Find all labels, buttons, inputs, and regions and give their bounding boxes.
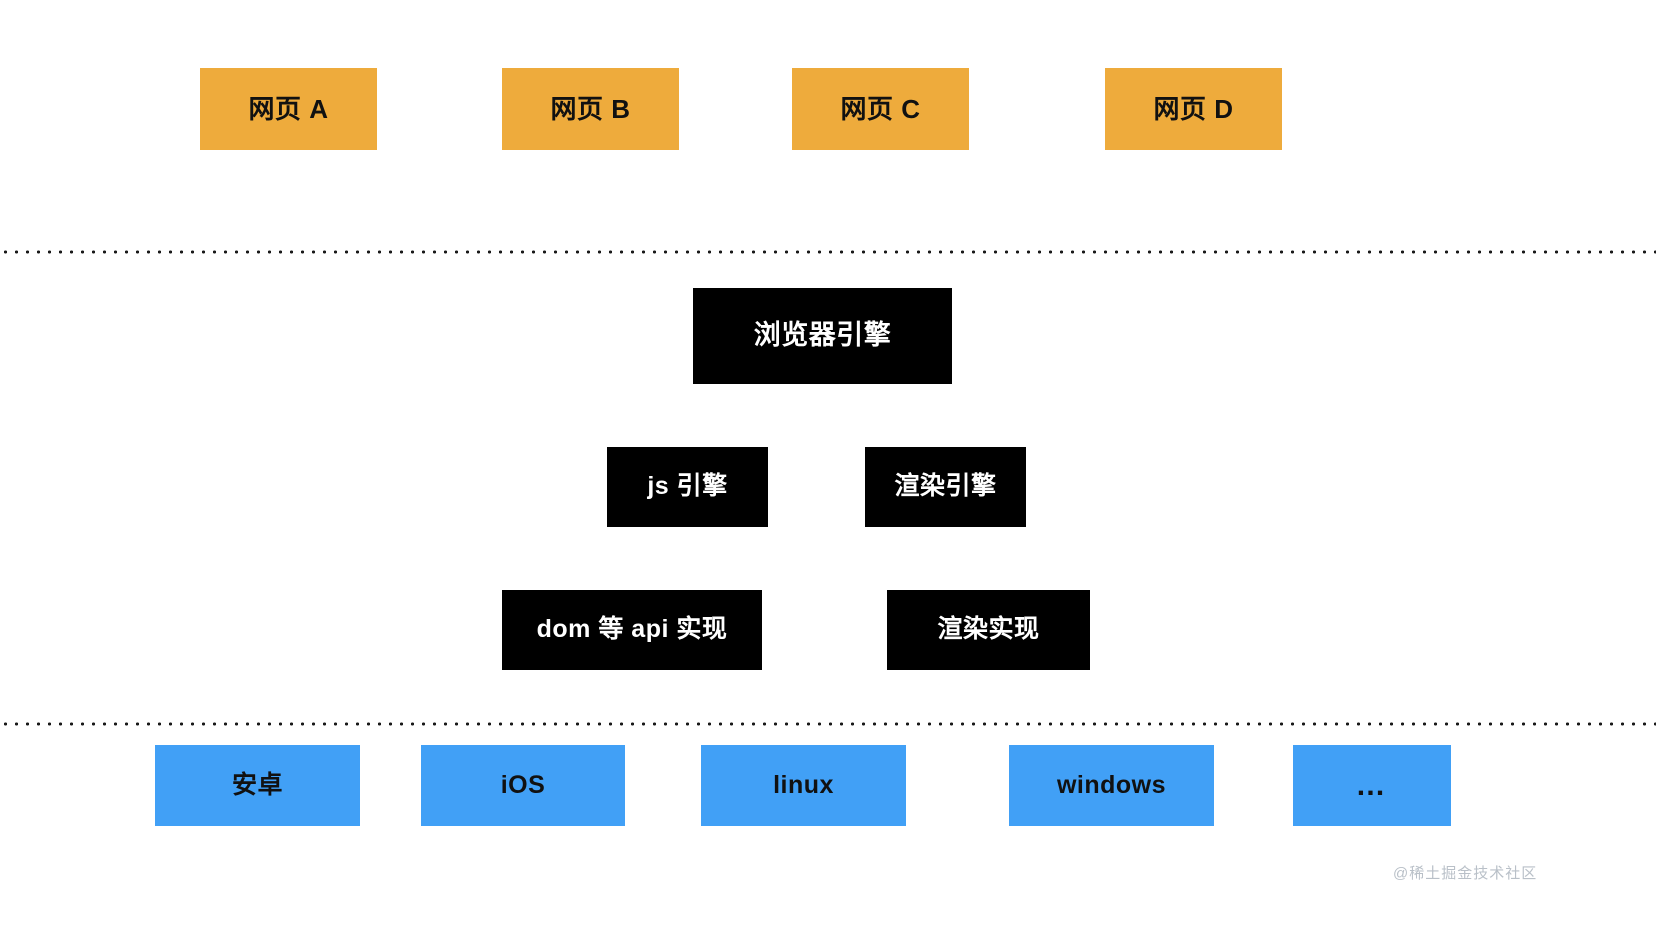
node-os-windows: windows xyxy=(1009,745,1214,826)
node-render-engine: 渲染引擎 xyxy=(865,447,1026,527)
node-render-impl: 渲染实现 xyxy=(887,590,1090,670)
node-web-a: 网页 A xyxy=(200,68,377,150)
node-os-more: … xyxy=(1293,745,1451,826)
node-web-d: 网页 D xyxy=(1105,68,1282,150)
node-browser-engine: 浏览器引擎 xyxy=(693,288,952,384)
node-dom-api-impl: dom 等 api 实现 xyxy=(502,590,762,670)
node-os-android: 安卓 xyxy=(155,745,360,826)
node-os-ios: iOS xyxy=(421,745,625,826)
divider-top xyxy=(0,250,1656,254)
node-web-c: 网页 C xyxy=(792,68,969,150)
watermark: @稀土掘金技术社区 xyxy=(1393,865,1538,882)
node-os-linux: linux xyxy=(701,745,906,826)
divider-bottom xyxy=(0,722,1656,726)
node-js-engine: js 引擎 xyxy=(607,447,768,527)
node-web-b: 网页 B xyxy=(502,68,679,150)
